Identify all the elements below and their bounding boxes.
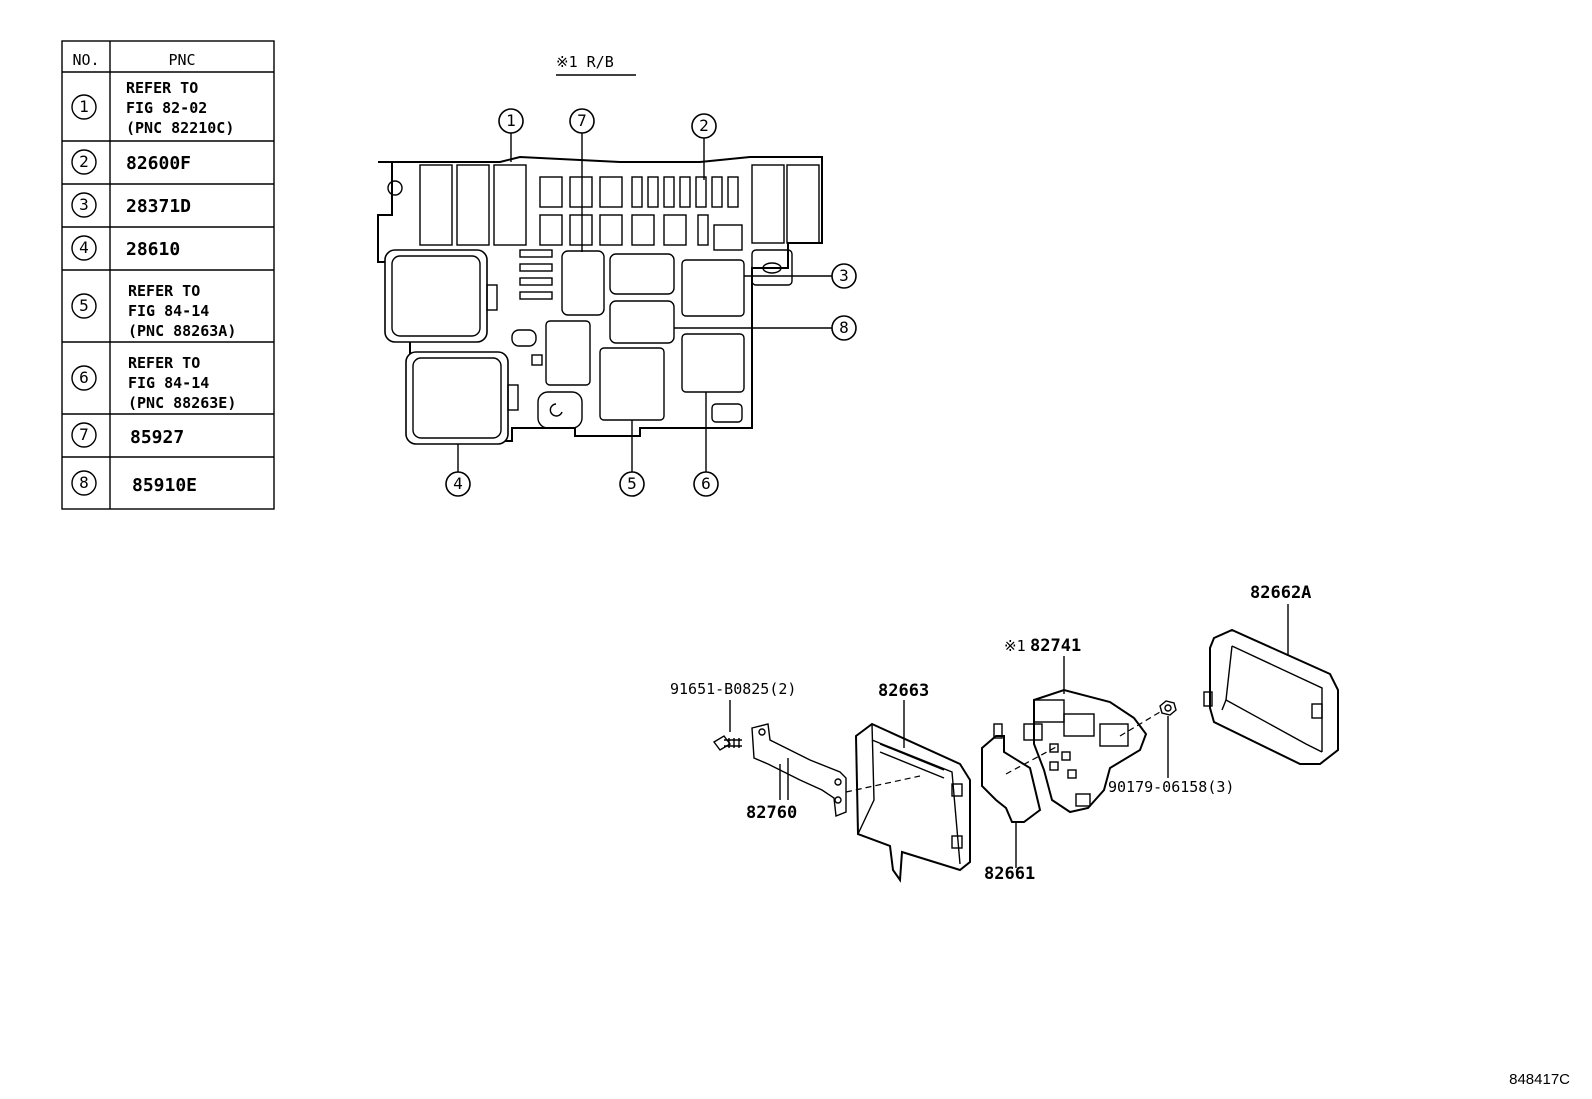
table-cell-pnc: FIG 84-14 (128, 374, 209, 392)
table-header-no: NO. (72, 51, 99, 69)
table-cell-pnc: REFER TO (126, 79, 198, 97)
rb-title-text: ※1 R/B (556, 53, 614, 71)
callout-label: 5 (627, 474, 637, 493)
table-header-pnc: PNC (168, 51, 195, 69)
callout-circle (619, 471, 645, 497)
callout-label: 2 (699, 116, 709, 135)
table-row-numbers: 1 2 3 4 5 6 7 8 (71, 94, 97, 496)
relay-block (377, 155, 823, 445)
callout-label: 4 (453, 474, 463, 493)
part-label-90179: 90179-06158(3) (1108, 778, 1234, 796)
table-row-no: 6 (79, 368, 89, 387)
bracket-82661-drawing (981, 735, 1042, 823)
table-cell-pnc: 28610 (126, 239, 180, 260)
table-cell-pnc: 85910E (132, 475, 197, 496)
table-row-no: 2 (79, 152, 89, 171)
table-cell-pnc: FIG 82-02 (126, 99, 207, 117)
part-label-82760: 82760 (746, 803, 797, 823)
control-unit-82663-drawing (854, 700, 971, 883)
callout-circle (445, 471, 471, 497)
table-cell-pnc: REFER TO (128, 282, 200, 300)
table-row-no: 1 (79, 97, 89, 116)
relay-block-82741-drawing (1023, 656, 1148, 814)
table-row-no: 5 (79, 296, 89, 315)
table-row-no: 3 (79, 195, 89, 214)
callout-circle (691, 113, 717, 139)
rb-title: ※1 R/B (556, 53, 636, 76)
part-label-91651: 91651-B0825(2) (670, 680, 796, 698)
table-cell-pnc: FIG 84-14 (128, 302, 209, 320)
callout-label: 7 (577, 111, 587, 130)
table-cell-pnc: REFER TO (128, 354, 200, 372)
exploded-assembly (712, 604, 1339, 883)
callout-circle (693, 471, 719, 497)
table-cell-pnc: (PNC 82210C) (126, 119, 234, 137)
callout-label: 6 (701, 474, 711, 493)
table-cell-pnc: (PNC 88263E) (128, 394, 236, 412)
part-labels: 82662A ※1 82741 91651-B0825(2) 82663 827… (670, 583, 1311, 884)
table-cell-pnc: 85927 (130, 427, 184, 448)
relay-block-outline (377, 155, 823, 442)
part-label-82661: 82661 (984, 864, 1035, 884)
callout-label: 1 (506, 111, 516, 130)
table-row-no: 7 (79, 425, 89, 444)
pnc-table-frame (61, 40, 275, 510)
part-label-82662A: 82662A (1250, 583, 1311, 603)
nut-drawing (1119, 700, 1177, 778)
callout-circle (498, 108, 524, 134)
part-label-82663: 82663 (878, 681, 929, 701)
bolt-drawing (712, 700, 742, 751)
callouts: 1 7 2 3 8 4 5 6 (445, 108, 857, 497)
part-label-82741-mark: ※1 (1004, 637, 1026, 655)
table-cell-pnc: (PNC 88263A) (128, 322, 236, 340)
part-label-82741: 82741 (1030, 636, 1081, 656)
bracket-82760-drawing (751, 723, 847, 817)
table-cell-pnc: 28371D (126, 196, 191, 217)
callout-circle (569, 108, 595, 134)
table-row-no: 8 (79, 473, 89, 492)
callout-circle (831, 263, 857, 289)
callout-label: 3 (839, 266, 849, 285)
pnc-table: NO. PNC 1 2 3 4 5 6 7 8 REFER TO FIG 82-… (61, 40, 275, 510)
figure-id: 848417C (1509, 1071, 1570, 1088)
callout-circle (831, 315, 857, 341)
callout-label: 8 (839, 318, 849, 337)
cover-82662A-drawing (1203, 604, 1339, 765)
table-cell-pnc: 82600F (126, 153, 191, 174)
table-row-no: 4 (79, 238, 89, 257)
